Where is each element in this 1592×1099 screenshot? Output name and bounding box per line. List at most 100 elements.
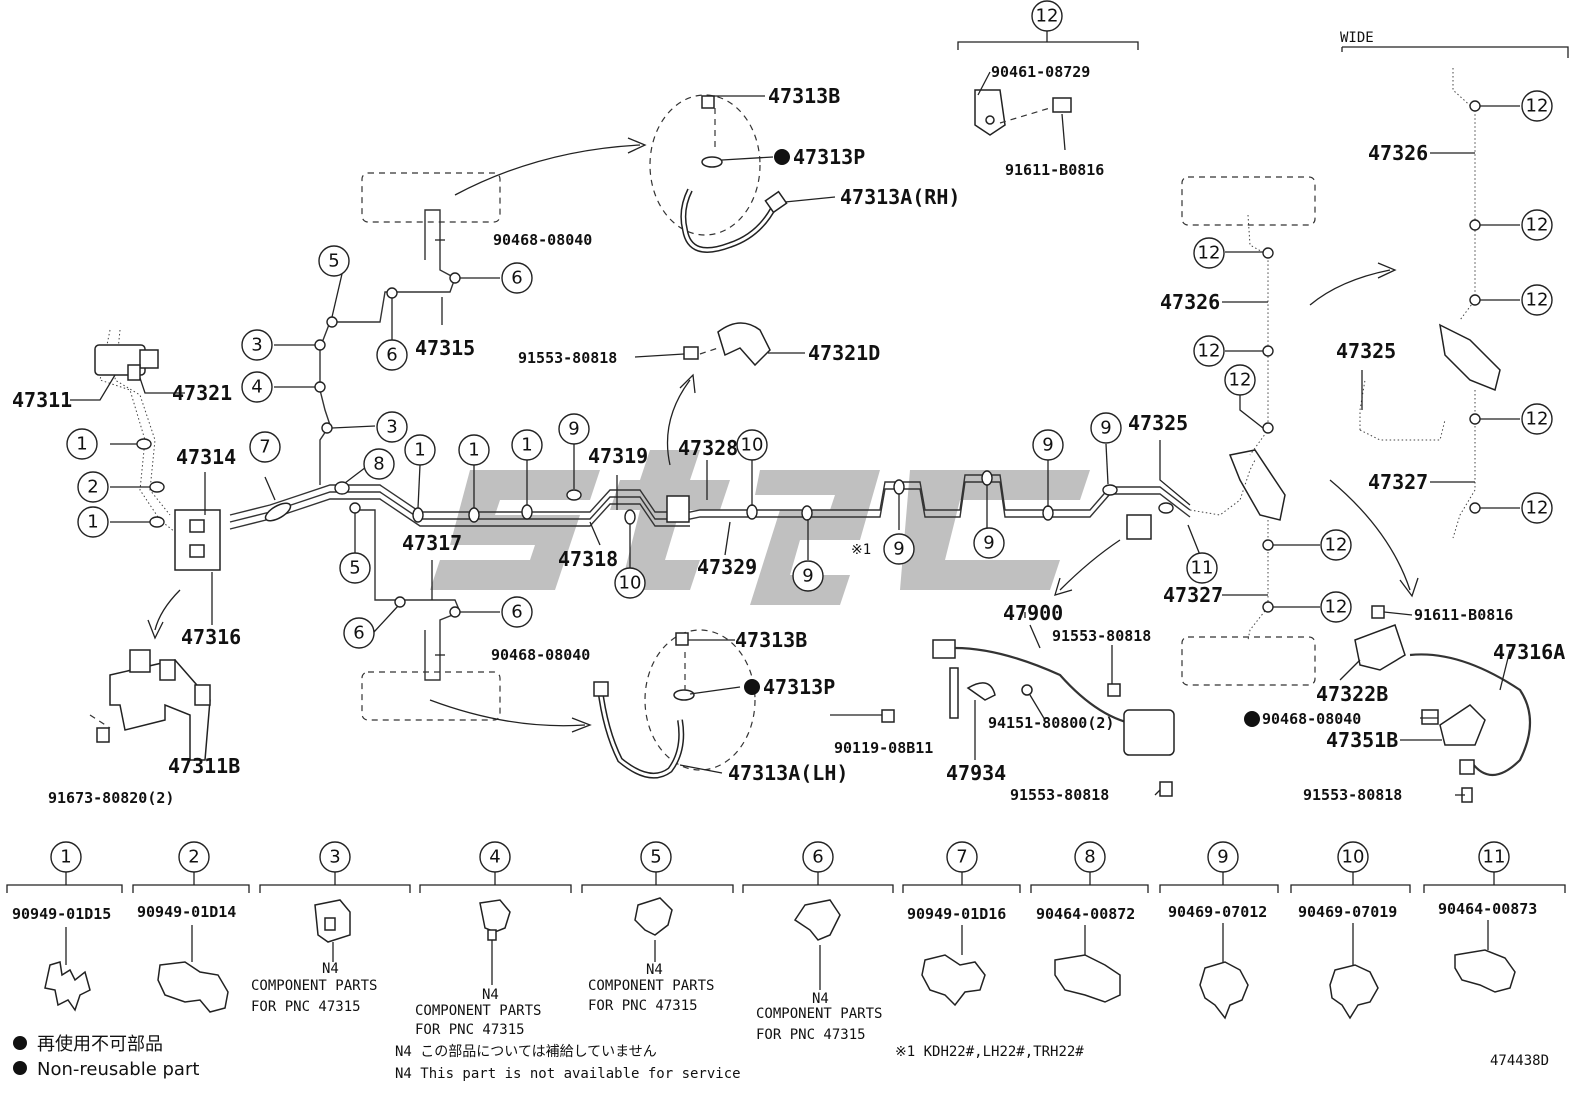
label-91553-80818-mid: 91553-80818 xyxy=(518,349,617,367)
label-91553-80818-r: 91553-80818 xyxy=(1303,786,1402,804)
clip-9-icon xyxy=(1199,923,1249,1020)
legend-note-4b: FOR PNC 47315 xyxy=(415,1022,525,1038)
label-90468-08040-r: 90468-08040 xyxy=(1262,710,1361,728)
callout-6: 6 xyxy=(386,345,397,366)
label-47313p-top: 47313P xyxy=(793,145,865,169)
label-94151-80800: 94151-80800(2) xyxy=(988,714,1114,732)
label-47319: 47319 xyxy=(588,444,648,468)
callout-9: 9 xyxy=(1100,418,1111,439)
legend-note-6a: COMPONENT PARTS xyxy=(756,1006,882,1022)
label-90461-08729: 90461-08729 xyxy=(991,63,1090,81)
legend-num-8: 8 xyxy=(1084,847,1095,868)
callout-12: 12 xyxy=(1526,498,1549,519)
legend-num-3: 3 xyxy=(329,847,340,868)
watermark-logo xyxy=(430,450,1090,605)
clip-2-icon xyxy=(157,925,229,1013)
legend-n4-3: N4 xyxy=(322,961,339,977)
label-91611-b0816-r: 91611-B0816 xyxy=(1414,606,1513,624)
label-47314: 47314 xyxy=(176,445,236,469)
callout-3: 3 xyxy=(251,335,262,356)
pipe-clip-markers xyxy=(136,100,1481,618)
callout-2: 2 xyxy=(87,477,98,498)
label-47313b-bot: 47313B xyxy=(735,628,807,652)
callout-12: 12 xyxy=(1229,370,1252,391)
legend-n4-5: N4 xyxy=(646,962,663,978)
callout-6: 6 xyxy=(511,602,522,623)
label-47326-mid: 47326 xyxy=(1160,290,1220,314)
callout-4: 4 xyxy=(251,377,262,398)
callout-1: 1 xyxy=(521,435,532,456)
leader-lines xyxy=(70,25,1520,796)
part-drawings xyxy=(94,89,1531,803)
label-47317: 47317 xyxy=(402,531,462,555)
callout-11: 11 xyxy=(1191,558,1214,579)
main-brake-pipe xyxy=(99,209,1366,681)
callout-6: 6 xyxy=(353,623,364,644)
callout-6: 6 xyxy=(511,268,522,289)
legend-num-7: 7 xyxy=(956,847,967,868)
footnote-n4-jp: N4 この部品については補給していません xyxy=(395,1044,657,1060)
callout-12: 12 xyxy=(1198,341,1221,362)
legend-num-10: 10 xyxy=(1342,847,1365,868)
label-47315: 47315 xyxy=(415,336,475,360)
callout-9: 9 xyxy=(1042,435,1053,456)
callout-8: 8 xyxy=(373,454,384,475)
footnote-nonreusable-jp: 再使用不可部品 xyxy=(37,1034,163,1055)
callout-arrows xyxy=(147,137,1419,733)
nonreusable-dot-icon xyxy=(774,149,790,165)
label-47325-mid: 47325 xyxy=(1128,411,1188,435)
label-47313a-lh: 47313A(LH) xyxy=(728,761,848,785)
legend-num-1: 1 xyxy=(60,847,71,868)
clip-4-icon xyxy=(479,899,511,985)
label-47326-wide: 47326 xyxy=(1368,141,1428,165)
part-number-labels: 47311 47321 47314 47316 47311B 91673-808… xyxy=(12,30,1565,807)
nonreusable-dot-icon xyxy=(1244,711,1260,727)
legend-part-9: 90469-07012 xyxy=(1168,903,1267,921)
footnotes: 再使用不可部品 Non-reusable part N4 この部品については補給… xyxy=(13,1034,1549,1082)
legend-note-3a: COMPONENT PARTS xyxy=(251,978,377,994)
callout-5: 5 xyxy=(349,558,360,579)
clip-legend: 1 2 3 4 5 6 7 8 9 10 11 90949-01D15 9094… xyxy=(6,841,1566,1043)
reference-boxes xyxy=(361,94,1316,771)
clip-7-icon xyxy=(921,925,986,1007)
label-90468-08040-top: 90468-08040 xyxy=(493,231,592,249)
label-wide: WIDE xyxy=(1340,30,1374,46)
footnote-model-note: ※1 KDH22#,LH22#,TRH22# xyxy=(895,1044,1084,1060)
callout-12: 12 xyxy=(1198,243,1221,264)
callout-1: 1 xyxy=(76,434,87,455)
nonreusable-dot-icon xyxy=(13,1036,27,1050)
clip-10-icon xyxy=(1329,923,1379,1020)
legend-note-3b: FOR PNC 47315 xyxy=(251,999,361,1015)
legend-part-2: 90949-01D14 xyxy=(137,903,236,921)
callout-12: 12 xyxy=(1036,6,1059,27)
callout-12: 12 xyxy=(1526,409,1549,430)
legend-part-8: 90464-00872 xyxy=(1036,905,1135,923)
callout-1: 1 xyxy=(468,440,479,461)
label-47313a-rh: 47313A(RH) xyxy=(840,185,960,209)
label-47325-wide: 47325 xyxy=(1336,339,1396,363)
label-47313p-bot: 47313P xyxy=(763,675,835,699)
label-91611-b0816-top: 91611-B0816 xyxy=(1005,161,1104,179)
footnote-nonreusable-en: Non-reusable part xyxy=(37,1059,199,1080)
legend-num-6: 6 xyxy=(812,847,823,868)
legend-part-11: 90464-00873 xyxy=(1438,900,1537,918)
callout-7: 7 xyxy=(259,437,270,458)
legend-num-2: 2 xyxy=(188,847,199,868)
label-47313b-top: 47313B xyxy=(768,84,840,108)
callout-10: 10 xyxy=(741,435,764,456)
clip-6-icon xyxy=(793,899,841,990)
callout-circles: 1 2 1 5 3 4 3 6 6 7 8 1 1 1 9 5 6 6 10 1… xyxy=(66,0,1553,649)
label-47351b: 47351B xyxy=(1326,728,1398,752)
callout-1: 1 xyxy=(414,440,425,461)
label-47311: 47311 xyxy=(12,388,72,412)
clip-11-icon xyxy=(1454,920,1516,993)
callout-9: 9 xyxy=(568,419,579,440)
clip-3-icon xyxy=(314,899,351,962)
clip-1-icon xyxy=(44,927,91,1012)
diagram-id: 474438D xyxy=(1490,1053,1549,1069)
callout-9: 9 xyxy=(983,533,994,554)
callout-9: 9 xyxy=(893,539,904,560)
label-90468-08040-bot: 90468-08040 xyxy=(491,646,590,664)
callout-5: 5 xyxy=(328,251,339,272)
label-91553-80818-b: 91553-80818 xyxy=(1010,786,1109,804)
